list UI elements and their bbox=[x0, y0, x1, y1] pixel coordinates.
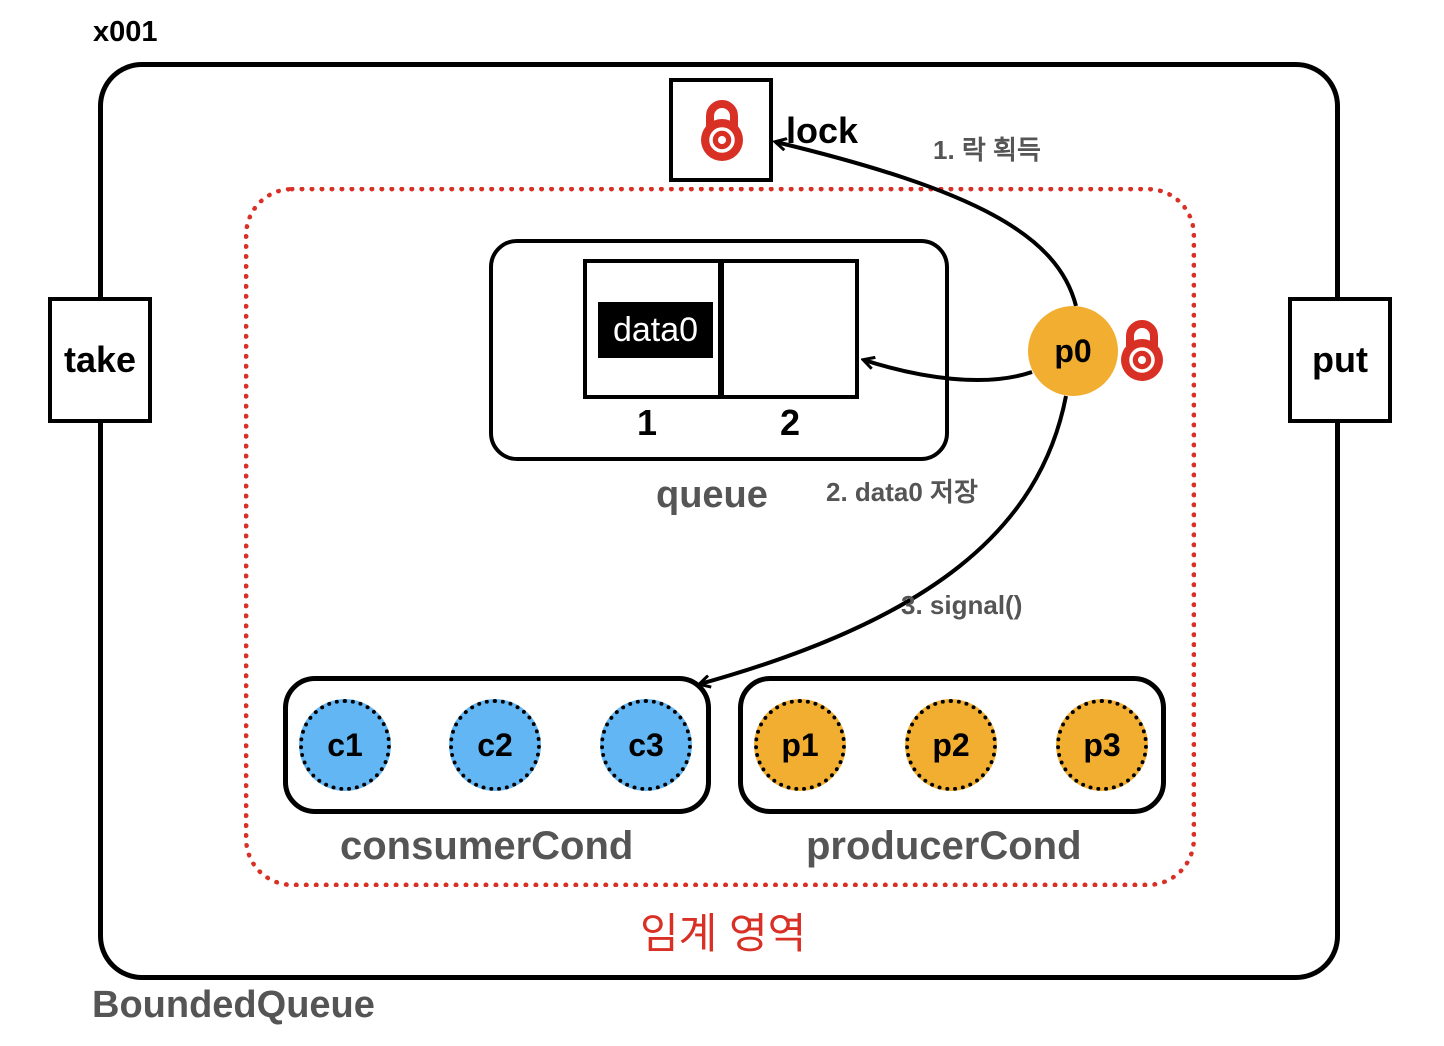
queue-label: queue bbox=[656, 474, 768, 516]
queue-slot-2 bbox=[720, 259, 859, 399]
store-data-arrow bbox=[864, 360, 1033, 383]
producer-thread-p1: p1 bbox=[754, 699, 846, 791]
held-lock-icon bbox=[1121, 320, 1163, 381]
class-name-label: BoundedQueue bbox=[92, 984, 375, 1026]
producer-thread-p2: p2 bbox=[905, 699, 997, 791]
object-id-label: x001 bbox=[93, 16, 158, 48]
producer-cond-box bbox=[738, 676, 1166, 814]
queue-slot-1-value: data0 bbox=[598, 302, 713, 358]
step-acquire-lock-label: 1. 락 획득 bbox=[933, 135, 1041, 165]
consumer-cond-box bbox=[283, 676, 711, 814]
padlock-icon bbox=[701, 100, 743, 161]
consumer-thread-c3: c3 bbox=[600, 699, 692, 791]
consumer-cond-label: consumerCond bbox=[340, 824, 634, 868]
critical-section-region bbox=[244, 187, 1196, 887]
put-method-box: put bbox=[1288, 297, 1392, 423]
consumer-thread-c2: c2 bbox=[449, 699, 541, 791]
queue-slot-1-index: 1 bbox=[636, 402, 658, 443]
active-producer-thread: p0 bbox=[1028, 306, 1118, 396]
step-signal-label: 3. signal() bbox=[901, 590, 1023, 620]
critical-section-label: 임계 영역 bbox=[640, 910, 807, 957]
take-method-box: take bbox=[48, 297, 152, 423]
consumer-thread-c1: c1 bbox=[299, 699, 391, 791]
step-store-data-label: 2. data0 저장 bbox=[826, 477, 978, 507]
signal-arrow bbox=[700, 395, 1068, 684]
acquire-lock-arrow bbox=[776, 142, 1078, 307]
queue-slot-2-index: 2 bbox=[779, 402, 801, 443]
lock-label: lock bbox=[786, 110, 859, 151]
bounded-queue-container bbox=[98, 62, 1340, 980]
queue-container bbox=[489, 239, 949, 461]
lock-box bbox=[669, 78, 773, 182]
producer-thread-p3: p3 bbox=[1056, 699, 1148, 791]
producer-cond-label: producerCond bbox=[806, 824, 1082, 868]
